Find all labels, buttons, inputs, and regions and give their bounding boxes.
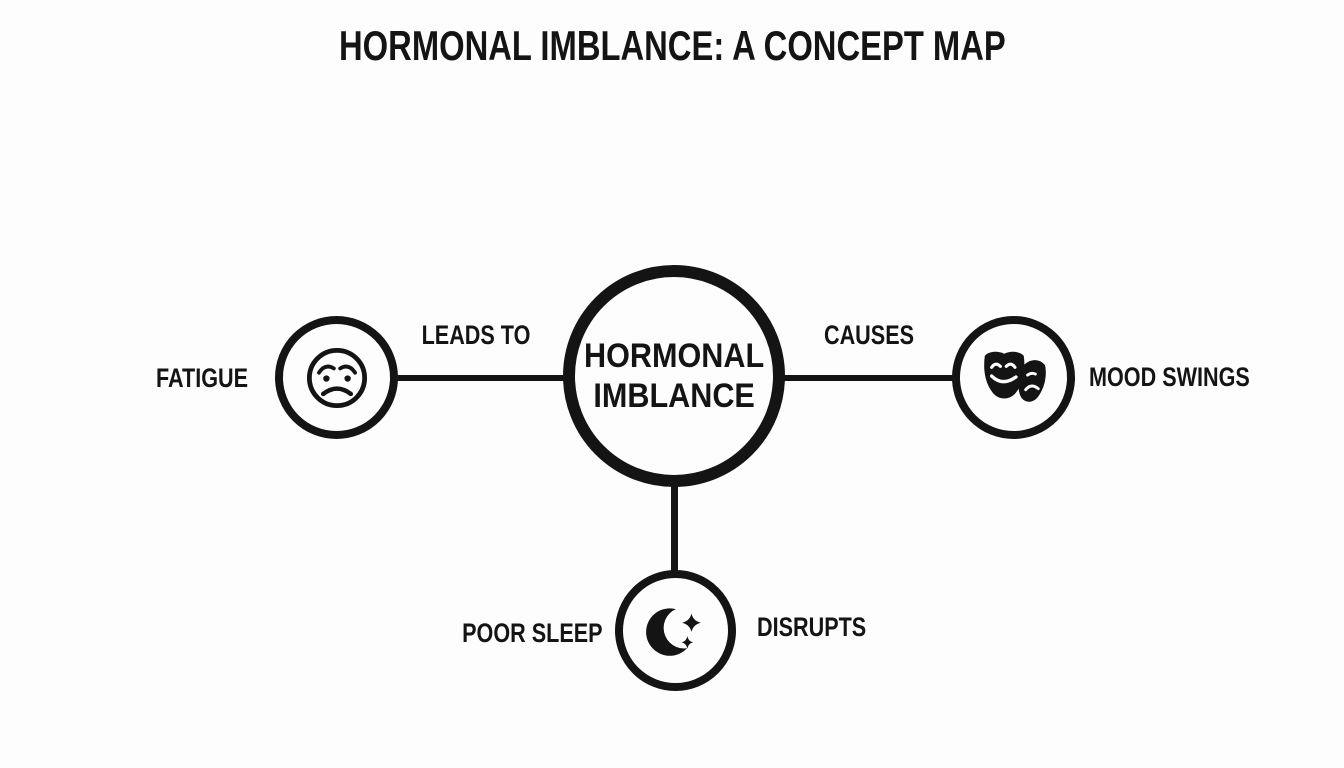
edge-disrupts-line <box>671 485 678 572</box>
edge-label-disrupts: DISRUPTS <box>757 612 867 642</box>
sad-face-icon <box>306 347 367 408</box>
edge-label-leads-to: LEADS TO <box>421 320 531 350</box>
node-hormonal-imblance: HORMONAL IMBLANCE <box>563 265 785 487</box>
node-fatigue-label: FATIGUE <box>155 363 248 393</box>
theater-masks-icon <box>983 351 1046 402</box>
page-title-text: HORMONAL IMBLANCE: A CONCEPT MAP <box>338 22 1006 69</box>
edge-causes-line <box>783 375 953 381</box>
node-mood-swings <box>952 316 1075 439</box>
node-hormonal-imblance-label: HORMONAL IMBLANCE <box>583 337 765 415</box>
page-title: HORMONAL IMBLANCE: A CONCEPT MAP <box>0 24 1344 68</box>
node-poor-sleep-label: POOR SLEEP <box>462 618 603 648</box>
node-poor-sleep <box>615 570 736 691</box>
node-mood-swings-label: MOOD SWINGS <box>1089 362 1250 392</box>
edge-label-causes: CAUSES <box>823 320 915 350</box>
crescent-moon-stars-icon <box>645 606 705 656</box>
edge-leads-to-line <box>396 375 566 381</box>
node-fatigue <box>275 316 398 439</box>
